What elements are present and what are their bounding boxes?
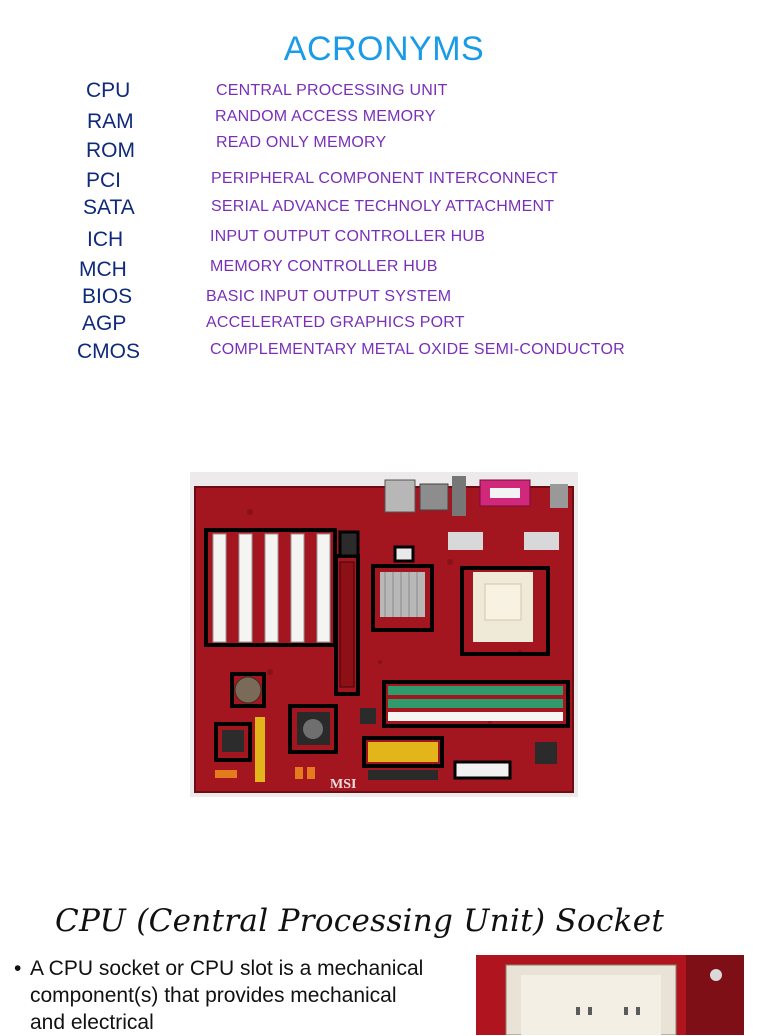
acronym-meaning: COMPLEMENTARY METAL OXIDE SEMI-CONDUCTOR [210,341,625,358]
acronym-abbr: SATA [83,196,135,219]
acronym-abbr: BIOS [82,285,133,308]
acronym-abbr: MCH [79,258,127,281]
acronym-meaning: BASIC INPUT OUTPUT SYSTEM [206,288,452,305]
acronym-meaning: ACCELERATED GRAPHICS PORT [206,314,465,331]
page-title: ACRONYMS [283,30,485,68]
acronym-abbr: AGP [82,312,127,335]
acronym-abbr: CPU [86,79,131,102]
acronym-meaning: SERIAL ADVANCE TECHNOLY ATTACHMENT [211,198,555,215]
acronym-abbr: RAM [87,110,134,133]
acronym-abbr: ROM [86,139,135,162]
cpu-socket-illustration [476,955,744,1035]
bullet-dot: • [14,957,22,980]
acronym-meaning: MEMORY CONTROLLER HUB [210,258,438,275]
acronym-meaning: RANDOM ACCESS MEMORY [215,108,436,125]
acronym-meaning: CENTRAL PROCESSING UNIT [216,82,448,99]
motherboard-image: MSI [190,472,578,797]
acronym-abbr: CMOS [77,340,140,363]
board-brand: MSI [330,777,356,792]
motherboard-illustration: MSI [194,476,574,793]
acronym-abbr: PCI [86,169,122,192]
acronym-meaning: READ ONLY MEMORY [216,134,387,151]
acronym-meaning: INPUT OUTPUT CONTROLLER HUB [210,228,486,245]
cpu-socket-image [476,955,744,1035]
acronym-abbr: ICH [87,228,124,251]
section-heading: CPU (Central Processing Unit) Socket [55,903,665,939]
acronym-meaning: PERIPHERAL COMPONENT INTERCONNECT [211,170,559,187]
